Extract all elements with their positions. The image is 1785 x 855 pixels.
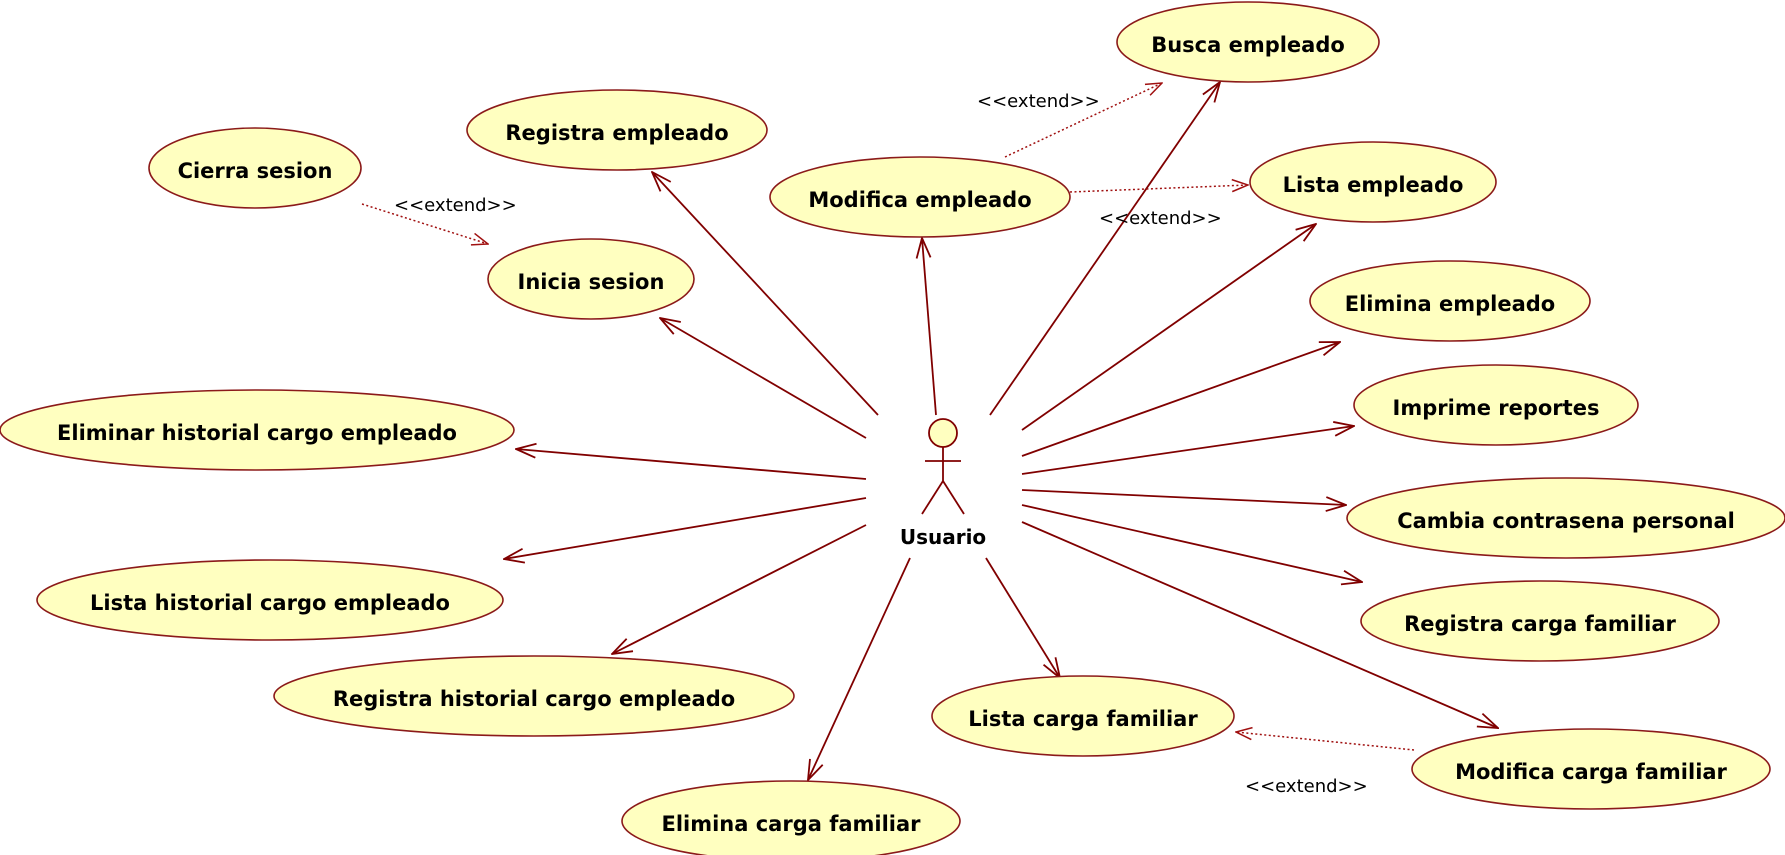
use-case-busca-empleado[interactable]: Busca empleado (1116, 1, 1380, 83)
extend-label-modifica-carga-lista-carga: <<extend>> (1245, 776, 1368, 797)
assoc-registra-historial (612, 524, 867, 654)
assoc-lista-carga (985, 557, 1060, 678)
use-case-label: Eliminar historial cargo empleado (57, 421, 457, 445)
extend-modifica-to-lista (1069, 185, 1248, 193)
assoc-eliminar-historial (516, 449, 867, 480)
assoc-lista-empleado (1021, 224, 1316, 431)
extend-modifica-to-busca (1004, 83, 1162, 158)
use-case-modifica-carga-familiar[interactable]: Modifica carga familiar (1411, 728, 1771, 810)
use-case-imprime-reportes[interactable]: Imprime reportes (1353, 364, 1639, 446)
use-case-registra-historial-cargo-empleado[interactable]: Registra historial cargo empleado (273, 655, 795, 737)
assoc-modifica-carga (1021, 521, 1498, 728)
assoc-lista-historial (504, 497, 867, 559)
actor-head (928, 418, 958, 448)
use-case-label: Lista carga familiar (968, 707, 1198, 731)
use-case-label: Cambia contrasena personal (1397, 509, 1735, 533)
use-case-label: Modifica carga familiar (1455, 760, 1727, 784)
use-case-lista-empleado[interactable]: Lista empleado (1249, 141, 1497, 223)
assoc-imprime-reportes (1021, 426, 1354, 475)
assoc-cambia-contrasena (1021, 489, 1346, 505)
use-case-cambia-contrasena-personal[interactable]: Cambia contrasena personal (1346, 477, 1785, 559)
use-case-elimina-carga-familiar[interactable]: Elimina carga familiar (621, 780, 961, 855)
use-case-label: Cierra sesion (178, 159, 333, 183)
extend-modifica-carga-to-lista-carga (1236, 732, 1415, 751)
actor-left-leg (921, 480, 944, 515)
use-case-inicia-sesion[interactable]: Inicia sesion (487, 238, 695, 320)
use-case-lista-carga-familiar[interactable]: Lista carga familiar (931, 675, 1235, 757)
use-case-label: Busca empleado (1151, 33, 1345, 57)
assoc-elimina-empleado (1021, 342, 1340, 457)
associations (504, 82, 1498, 780)
assoc-inicia-sesion (660, 318, 867, 439)
assoc-registra-empleado (652, 172, 879, 416)
actor-label: Usuario (900, 525, 986, 549)
use-case-eliminar-historial-cargo-empleado[interactable]: Eliminar historial cargo empleado (0, 389, 515, 471)
extend-label-modifica-lista: <<extend>> (1099, 208, 1222, 229)
assoc-elimina-carga (808, 557, 911, 780)
actor-usuario[interactable]: Usuario (900, 418, 986, 549)
use-case-label: Elimina carga familiar (661, 812, 921, 836)
use-case-label: Imprime reportes (1393, 396, 1600, 420)
use-case-label: Registra empleado (505, 121, 728, 145)
actor-right-leg (942, 480, 965, 515)
extend-dependencies: <<extend>> <<extend>> <<extend>> <<exten… (361, 83, 1415, 797)
use-case-label: Lista empleado (1283, 173, 1464, 197)
assoc-registra-carga (1021, 504, 1362, 582)
use-case-label: Lista historial cargo empleado (90, 591, 450, 615)
extend-label-cierra-inicia: <<extend>> (394, 195, 517, 216)
use-case-registra-carga-familiar[interactable]: Registra carga familiar (1360, 580, 1720, 662)
use-case-elimina-empleado[interactable]: Elimina empleado (1309, 260, 1591, 342)
use-case-label: Elimina empleado (1345, 292, 1555, 316)
use-case-registra-empleado[interactable]: Registra empleado (466, 89, 768, 171)
use-case-label: Registra historial cargo empleado (333, 687, 735, 711)
use-case-label: Modifica empleado (808, 188, 1031, 212)
use-case-label: Registra carga familiar (1404, 612, 1676, 636)
use-case-modifica-empleado[interactable]: Modifica empleado (769, 156, 1071, 238)
use-case-cierra-sesion[interactable]: Cierra sesion (148, 127, 362, 209)
extend-label-modifica-busca: <<extend>> (977, 91, 1100, 112)
assoc-busca-empleado (989, 82, 1220, 416)
use-case-label: Inicia sesion (518, 270, 665, 294)
assoc-modifica-empleado (922, 238, 937, 416)
use-case-lista-historial-cargo-empleado[interactable]: Lista historial cargo empleado (36, 559, 504, 641)
